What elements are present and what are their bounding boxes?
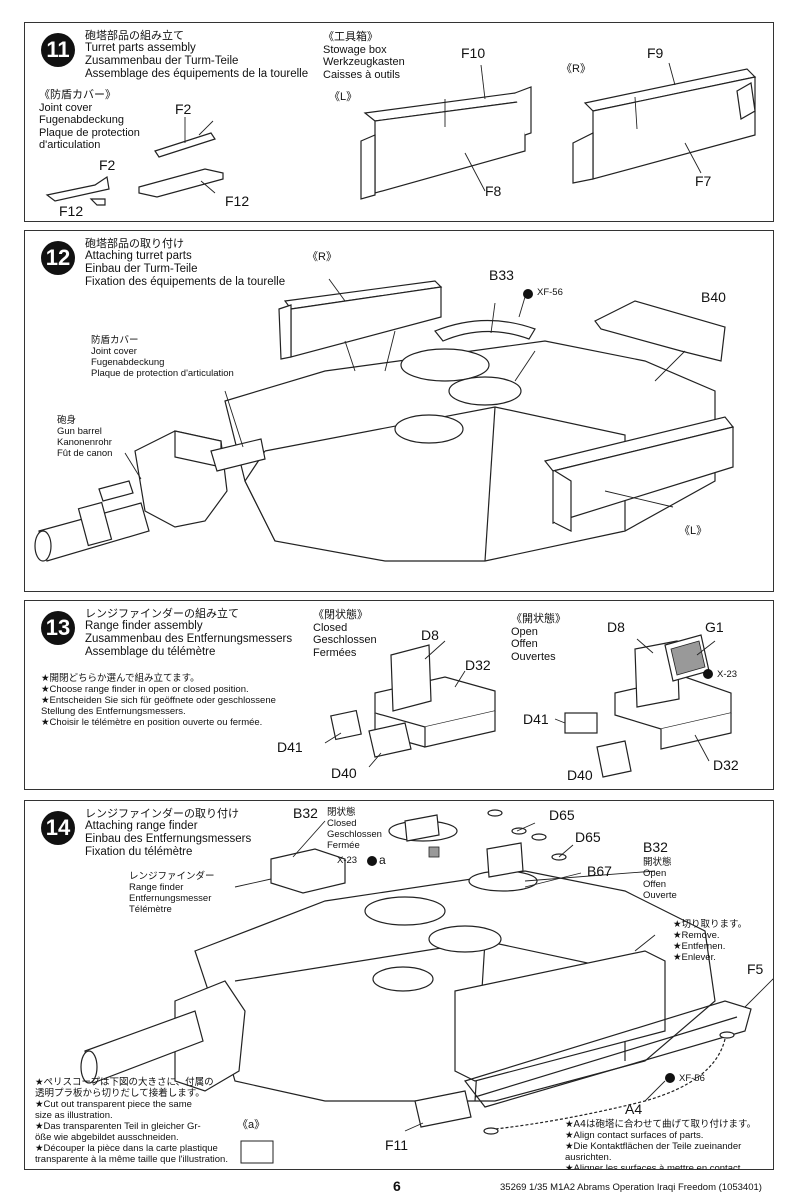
step-title: レンジファインダーの組み立て Range finder assembly Zus… [85, 607, 293, 658]
paint-x23: X-23 [717, 669, 738, 680]
choose-note: ★開閉どちらか選んで組み立てます。 ★Choose range finder i… [41, 673, 276, 728]
open-label: 《開状態》 Open Offen Ouvertes [511, 612, 566, 663]
part-b32-open: B32 [643, 839, 668, 855]
part-f12-upper: F12 [225, 193, 250, 209]
step-11-panel: 11 砲塔部品の組み立て Turret parts assembly Zusam… [24, 22, 774, 222]
paint-x23: X-23 [337, 855, 358, 866]
step-title: 砲塔部品の組み立て Turret parts assembly Zusammen… [85, 29, 308, 81]
title-de: Zusammenbau der Turm-Teile [85, 55, 239, 67]
title-jp: 砲塔部品の組み立て [85, 29, 184, 42]
part-d8-closed: D8 [421, 627, 439, 643]
mark-a: a [379, 853, 386, 867]
side-l-label: 《L》 [679, 525, 708, 537]
paint-xf56: XF-56 [537, 287, 563, 298]
part-d65-upper: D65 [549, 807, 575, 823]
step-13-panel: 13 レンジファインダーの組み立て Range finder assembly … [24, 600, 774, 790]
part-b32-closed: B32 [293, 805, 318, 821]
step-11-drawing [45, 62, 757, 206]
part-b40: B40 [701, 289, 726, 305]
title-en: Turret parts assembly [85, 42, 196, 54]
range-finder-label: レンジファインダー Range finder Entfernungsmesser… [129, 871, 215, 915]
part-d32-open: D32 [713, 757, 739, 773]
side-r-label: 《R》 [561, 63, 591, 75]
step-14-drawing [80, 809, 773, 1164]
part-f9: F9 [647, 45, 664, 61]
remove-note: ★切り取ります。 ★Remove. ★Entfernen. ★Enlever. [673, 919, 748, 963]
closed-label: 《閉状態》 Closed Geschlossen Fermées [313, 608, 377, 659]
part-f5: F5 [747, 961, 764, 977]
part-d40-closed: D40 [331, 765, 357, 781]
part-d40-open: D40 [567, 767, 593, 783]
joint-cover-label: 防盾カバー Joint cover Fugenabdeckung Plaque … [91, 335, 234, 379]
title-fr: Assemblage des équipements de la tourell… [85, 68, 309, 80]
part-d65-lower: D65 [575, 829, 601, 845]
align-note: ★A4は砲塔に合わせて曲げて取り付けます。 ★Align contact sur… [565, 1119, 757, 1170]
part-d8-open: D8 [607, 619, 625, 635]
paint-dot [703, 669, 713, 679]
part-f10: F10 [461, 45, 486, 61]
side-r-label: 《R》 [307, 251, 337, 263]
part-b33: B33 [489, 267, 514, 283]
step-12-drawing [34, 278, 735, 562]
part-f2-lower: F2 [99, 157, 116, 173]
side-l-label: 《L》 [329, 91, 358, 103]
part-f8: F8 [485, 183, 502, 199]
page-number: 6 [393, 1178, 401, 1194]
joint-cover-label: 《防盾カバー》 Joint cover Fugenabdeckung Plaqu… [39, 88, 140, 151]
part-f7: F7 [695, 173, 712, 189]
periscope-note: ★ペリスコープは下図の大きさに、付属の 透明プラ板から切りだして接着します。 ★… [35, 1077, 228, 1165]
kit-reference: 35269 1/35 M1A2 Abrams Operation Iraqi F… [500, 1182, 762, 1193]
part-b67: B67 [587, 863, 612, 879]
part-d41-closed: D41 [277, 739, 303, 755]
part-f2-upper: F2 [175, 101, 192, 117]
step-number: 11 [41, 33, 75, 67]
part-g1: G1 [705, 619, 724, 635]
clear-piece-a-label: 《a》 [237, 1119, 266, 1131]
step-title: 砲塔部品の取り付け Attaching turret parts Einbau … [85, 237, 286, 288]
step-14-panel: 14 レンジファインダーの取り付け Attaching range finder… [24, 800, 774, 1170]
step-number: 14 [41, 811, 75, 845]
paint-dot [523, 289, 533, 299]
closed-label: 閉状態 Closed Geschlossen Fermée [327, 807, 382, 851]
paint-dot-xf56 [665, 1073, 675, 1083]
step-number: 12 [41, 241, 75, 275]
part-f12-lower: F12 [59, 203, 84, 219]
paint-xf56: XF-56 [679, 1073, 705, 1084]
open-label: 開状態 Open Offen Ouverte [643, 857, 677, 901]
part-a4: A4 [625, 1101, 643, 1117]
step-13-drawing [324, 634, 732, 778]
paint-dot [367, 856, 377, 866]
part-f11: F11 [385, 1137, 409, 1153]
stowage-box-label: 《工具箱》 Stowage box Werkzeugkasten Caisses… [323, 30, 405, 81]
part-d32-closed: D32 [465, 657, 491, 673]
step-title: レンジファインダーの取り付け Attaching range finder Ei… [85, 807, 252, 858]
gun-barrel-label: 砲身 Gun barrel Kanonenrohr Fût de canon [57, 415, 113, 459]
step-number: 13 [41, 611, 75, 645]
step-12-panel: 12 砲塔部品の取り付け Attaching turret parts Einb… [24, 230, 774, 592]
part-d41-open: D41 [523, 711, 549, 727]
